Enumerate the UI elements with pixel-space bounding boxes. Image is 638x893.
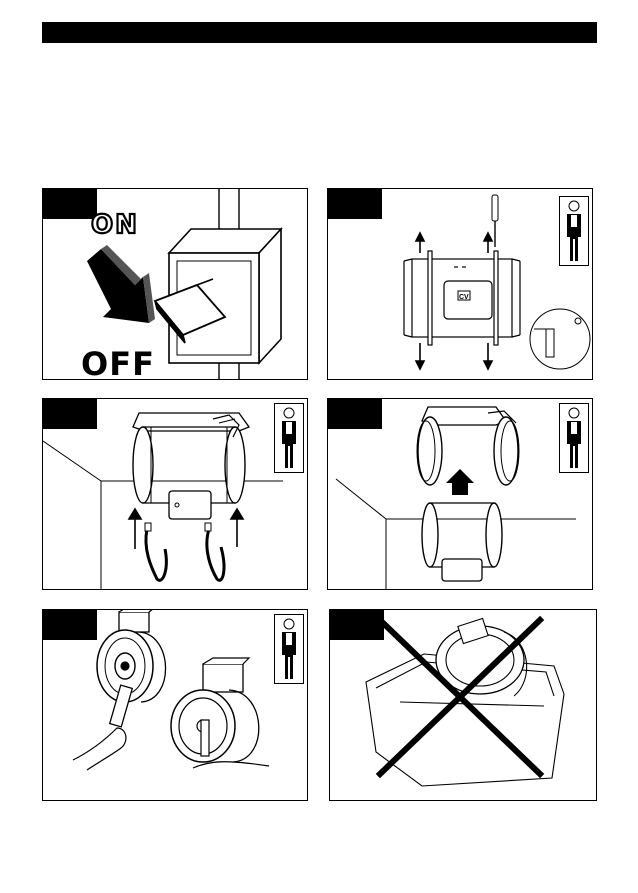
brand-logo-text: CV — [459, 294, 469, 301]
clamp-rod-left — [428, 251, 432, 345]
arrow-up-icon — [416, 233, 424, 241]
off-label: OFF — [81, 345, 155, 380]
arrow-up-icon — [484, 233, 492, 241]
header-bar — [42, 22, 597, 43]
detail-zoom-circle — [530, 309, 590, 369]
one-person-icon — [559, 403, 589, 473]
wall-line — [43, 441, 101, 481]
power-switch-illustration: ON OFF — [43, 189, 308, 380]
arrow-up-icon — [129, 509, 141, 519]
arrow-down-icon — [484, 361, 492, 369]
impeller-cleaning-illustration — [43, 610, 308, 801]
body-removal-illustration — [328, 399, 593, 590]
duct-connection-illustration — [43, 399, 308, 590]
screwdriver-icon — [492, 195, 498, 247]
one-person-icon — [274, 403, 304, 473]
step-panel-remove-body — [327, 398, 593, 590]
clamp-rod-right — [494, 251, 498, 345]
arrow-down-icon — [416, 361, 424, 369]
step-panel-no-immersion — [329, 609, 597, 801]
one-person-icon — [559, 196, 589, 266]
step-panel-connect-ducts — [42, 398, 308, 590]
step-panel-power-off: ON OFF — [42, 188, 308, 380]
step-panel-clean-impeller — [42, 609, 308, 801]
arrow-down-icon — [87, 245, 155, 323]
no-immersion-illustration — [330, 610, 597, 801]
arrow-up-icon — [231, 509, 243, 519]
one-person-icon — [274, 614, 304, 684]
switch-box — [155, 229, 281, 363]
step-panel-mount-clamps: CV — [327, 188, 593, 380]
arrow-up-icon — [446, 469, 474, 495]
on-label: ON — [91, 210, 139, 240]
clamp-mounting-illustration: CV — [328, 189, 593, 380]
